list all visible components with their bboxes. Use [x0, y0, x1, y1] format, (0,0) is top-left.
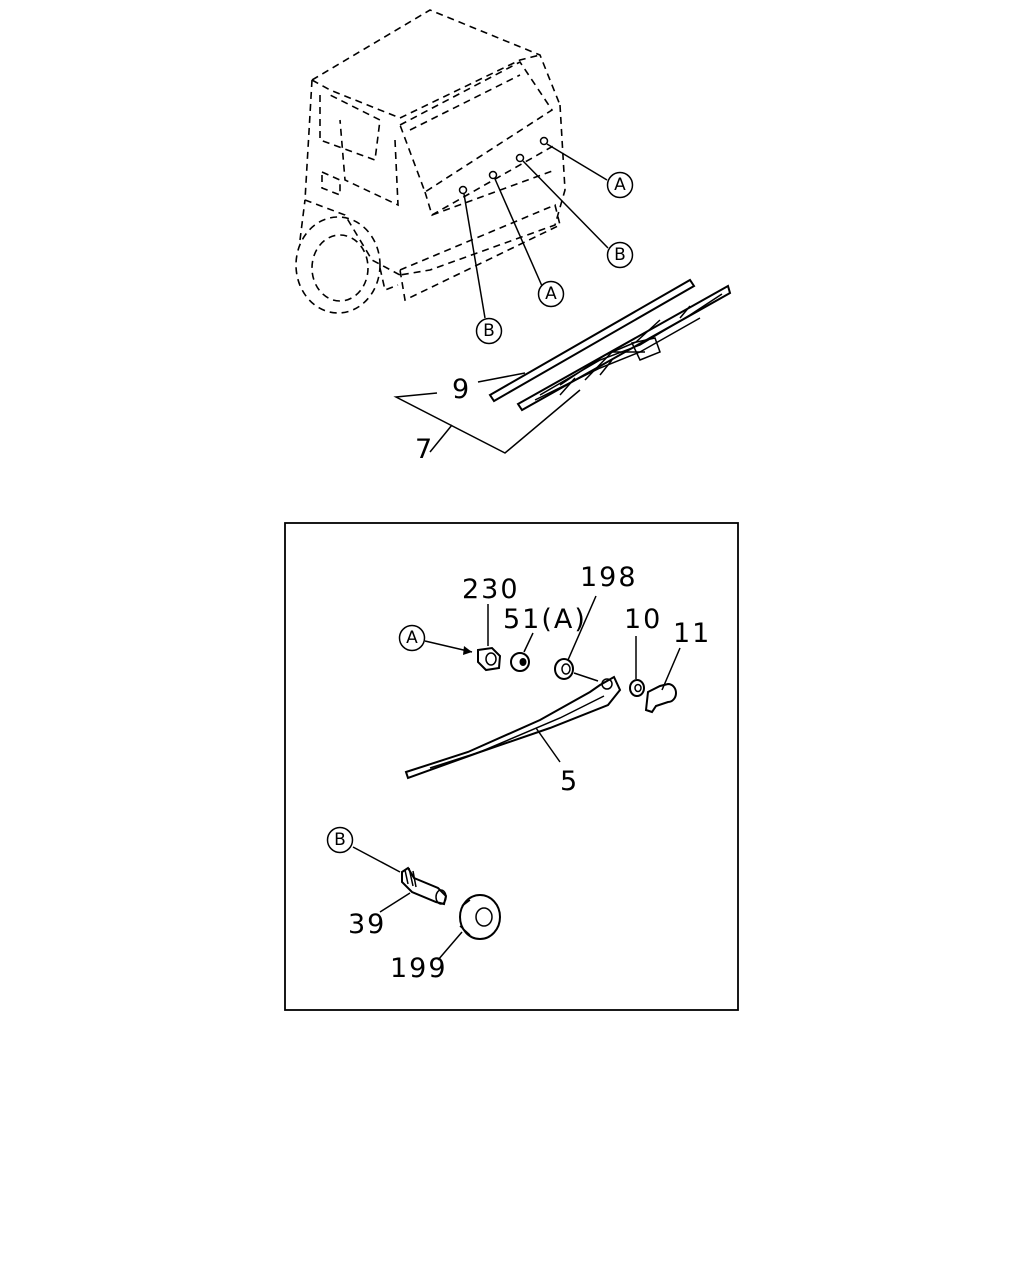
part-label-230: 230 — [462, 574, 520, 646]
callout-b-top-right: B — [606, 241, 634, 269]
svg-text:39: 39 — [348, 909, 386, 940]
cap-11 — [644, 682, 677, 714]
svg-text:9: 9 — [452, 374, 471, 405]
wiper-refill-strip — [488, 278, 696, 403]
svg-text:198: 198 — [580, 562, 638, 593]
part-label-10: 10 — [624, 604, 662, 679]
nut-199 — [459, 894, 501, 940]
washer-10 — [629, 679, 645, 697]
svg-text:51(A): 51(A) — [503, 604, 587, 635]
washer-51a — [510, 652, 530, 672]
wiper-arm-5 — [404, 675, 622, 780]
wiper-blade — [516, 284, 732, 412]
svg-text:A: A — [406, 628, 418, 648]
svg-text:11: 11 — [673, 618, 711, 649]
mount-points — [458, 136, 549, 195]
svg-text:5: 5 — [560, 766, 579, 797]
part-label-5: 5 — [535, 727, 579, 797]
detail-frame — [284, 522, 739, 1011]
svg-text:A: A — [545, 284, 557, 304]
part-label-9: 9 — [452, 372, 526, 405]
svg-text:B: B — [334, 830, 346, 850]
svg-text:A: A — [614, 175, 626, 195]
vehicle-outline — [295, 9, 566, 314]
callout-b-top-left: B — [475, 317, 503, 345]
callout-a-detail: A — [398, 624, 473, 655]
callout-b-detail: B — [326, 826, 401, 873]
part-label-51a: 51(A) — [503, 604, 587, 653]
bushing-198 — [554, 658, 599, 682]
callout-a-top-right: A — [606, 171, 634, 199]
part-label-7: 7 — [393, 389, 581, 465]
part-label-198: 198 — [567, 562, 638, 661]
pivot-shaft-39 — [401, 866, 448, 906]
vehicle-leaders — [463, 143, 609, 319]
svg-text:B: B — [614, 245, 626, 265]
part-label-199: 199 — [390, 931, 463, 984]
part-label-11: 11 — [661, 618, 711, 691]
svg-text:199: 199 — [390, 953, 448, 984]
nut-230 — [477, 646, 502, 672]
callout-a-top-center: A — [537, 280, 565, 308]
svg-text:7: 7 — [415, 434, 434, 465]
svg-text:B: B — [483, 321, 495, 341]
svg-text:230: 230 — [462, 574, 520, 605]
svg-text:10: 10 — [624, 604, 662, 635]
part-label-39: 39 — [348, 892, 411, 940]
